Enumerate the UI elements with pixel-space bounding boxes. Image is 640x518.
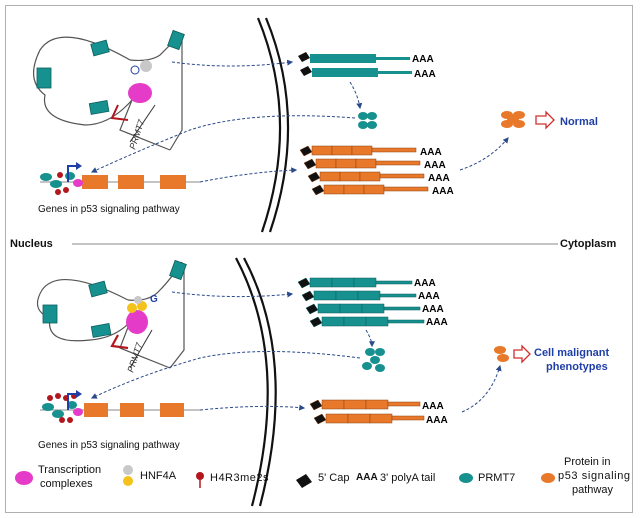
gene-track-top — [40, 162, 200, 195]
polyA-2: AAA — [414, 69, 436, 80]
legend-transcription-swatch — [15, 471, 33, 485]
legend-prmt7-text: PRMT7 — [478, 472, 516, 484]
p53-protein-top — [501, 111, 525, 128]
polyA-1: AAA — [412, 54, 434, 65]
legend — [15, 465, 555, 488]
legend-hnf4a-grey — [123, 465, 133, 475]
cytoplasm-label: Cytoplasm — [560, 238, 617, 250]
transcription-complex-top — [110, 60, 156, 143]
polyA-3: AAA — [420, 147, 442, 158]
legend-cap-swatch — [296, 474, 312, 488]
transcription-complex-bottom — [110, 296, 153, 369]
polyA-10: AAA — [426, 317, 448, 328]
dna-loop-bottom — [36, 261, 185, 369]
prmt7-boxes-bottom — [42, 259, 187, 338]
mrna-teal-top — [298, 52, 412, 77]
polyA-5: AAA — [428, 173, 450, 184]
legend-protein-swatch — [541, 473, 555, 483]
prmt7-boxes-top — [36, 29, 185, 115]
nuclear-membrane-bottom — [235, 257, 277, 507]
mrna-orange-top — [299, 145, 429, 196]
legend-transcription-line1: Transcription — [38, 464, 102, 476]
legend-protein-line3: pathway — [572, 484, 613, 496]
mrna-teal-bottom — [297, 277, 425, 328]
nucleus-label: Nucleus — [10, 238, 53, 250]
legend-cap-text: 5' Cap — [318, 472, 350, 484]
legend-polyA-text: 3' polyA tail — [380, 472, 436, 484]
polyA-8: AAA — [418, 291, 440, 302]
prmt7-protein-top — [358, 112, 377, 129]
legend-prmt7-swatch — [459, 473, 473, 483]
mrna-orange-bottom — [309, 399, 425, 425]
genes-label-top: Genes in p53 signaling pathway — [38, 204, 180, 215]
legend-hnf4a-yellow — [123, 476, 133, 486]
flow-arrows-top — [90, 59, 509, 183]
arrow-normal — [535, 110, 555, 130]
figure-frame — [5, 5, 633, 513]
legend-transcription-line2: complexes — [40, 478, 93, 490]
polyA-6: AAA — [432, 186, 454, 197]
prmt7-protein-bottom — [362, 348, 385, 372]
arrow-malignant — [513, 344, 531, 364]
g-label: G — [150, 294, 158, 305]
legend-h4r3me2s-text: H4R3me2s — [210, 472, 270, 484]
normal-label: Normal — [560, 116, 598, 128]
legend-polyA-symbol: AAA — [356, 472, 378, 483]
legend-protein-line1: Protein in — [564, 456, 611, 468]
malignant-label-1: Cell malignant — [534, 347, 610, 359]
nuclear-membrane-top — [256, 17, 290, 233]
polyA-4: AAA — [424, 160, 446, 171]
gene-track-bottom — [40, 390, 200, 423]
polyA-12: AAA — [426, 415, 448, 426]
polyA-9: AAA — [422, 304, 444, 315]
legend-h4r3me2s-swatch — [196, 472, 204, 488]
p53-protein-bottom — [494, 346, 509, 362]
genes-label-bottom: Genes in p53 signaling pathway — [38, 440, 180, 451]
legend-hnf4a-text: HNF4A — [140, 470, 177, 482]
polyA-7: AAA — [414, 278, 436, 289]
malignant-label-2: phenotypes — [546, 361, 608, 373]
polyA-11: AAA — [422, 401, 444, 412]
flow-arrows-bottom — [90, 291, 502, 413]
legend-protein-line2: p53 signaling — [558, 470, 631, 482]
